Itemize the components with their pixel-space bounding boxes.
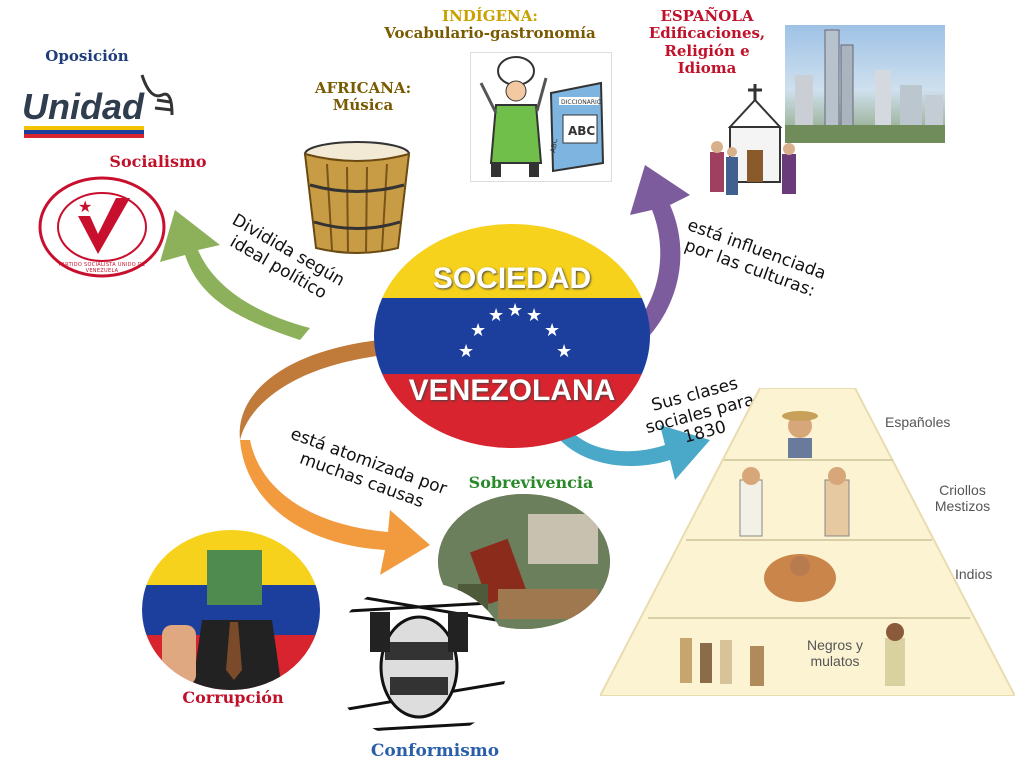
arrow-causes-brown bbox=[239, 340, 385, 440]
indigena-label: INDÍGENA: Vocabulario-gastronomía bbox=[360, 7, 620, 43]
conformismo-label: Conformismo bbox=[370, 741, 500, 761]
pyramid-level-2: Criollos Mestizos bbox=[934, 482, 991, 515]
dictionary-top-text: DICCIONARIO bbox=[561, 99, 602, 106]
africana-desc: Música bbox=[332, 96, 394, 115]
conformismo-image bbox=[330, 582, 508, 740]
center-flag: ★ ★ ★ ★ ★ ★ ★ SOCIEDAD VENEZOLANA bbox=[372, 222, 652, 450]
dictionary-front-text: ABC bbox=[568, 124, 595, 138]
center-title-line1: SOCIEDAD bbox=[432, 262, 592, 295]
svg-text:★: ★ bbox=[526, 305, 542, 326]
dictionary-side-text: ABC bbox=[549, 138, 559, 154]
svg-text:★: ★ bbox=[488, 305, 504, 326]
pyramid-level-4: Negros y mulatos bbox=[806, 637, 864, 670]
oposicion-label: Oposición bbox=[45, 47, 129, 65]
dictionary-icon: DICCIONARIO ABC ABC bbox=[549, 81, 605, 173]
arrow-cultures bbox=[630, 165, 690, 335]
espanola-desc: Edificaciones, Religión e Idioma bbox=[648, 24, 766, 77]
svg-text:★: ★ bbox=[507, 300, 523, 321]
corrupcion-image bbox=[142, 530, 320, 690]
africana-label: AFRICANA: Música bbox=[298, 79, 428, 115]
sobrevivencia-label: Sobrevivencia bbox=[468, 473, 594, 492]
socialismo-label: Socialismo bbox=[109, 152, 207, 171]
unidad-logo: Unidad bbox=[22, 60, 182, 140]
espanola-title: ESPAÑOLA bbox=[660, 7, 754, 25]
arrow-political bbox=[160, 210, 310, 340]
svg-text:★: ★ bbox=[78, 197, 92, 216]
africana-title: AFRICANA: bbox=[314, 79, 412, 97]
svg-text:★: ★ bbox=[470, 320, 486, 341]
city-skyline-image bbox=[785, 25, 945, 143]
center-title-line2: VENEZOLANA bbox=[408, 374, 616, 407]
psuv-logo: ★ PARTIDO SOCIALISTA UNIDO DE VENEZUELA bbox=[38, 176, 166, 278]
arrow-causes bbox=[240, 440, 430, 575]
pyramid-level-1: Españoles bbox=[885, 414, 951, 430]
corrupcion-label: Corrupción bbox=[182, 688, 284, 707]
indigena-title: INDÍGENA: bbox=[442, 7, 538, 25]
indigena-desc: Vocabulario-gastronomía bbox=[384, 24, 596, 43]
church-image bbox=[700, 82, 810, 202]
svg-text:★: ★ bbox=[544, 320, 560, 341]
pyramid-shape bbox=[598, 387, 1017, 697]
venezuela-flag-oval: ★ ★ ★ ★ ★ ★ ★ bbox=[374, 224, 650, 448]
unidad-logo-text: Unidad bbox=[22, 86, 144, 127]
flag-stars: ★ ★ ★ ★ ★ ★ ★ bbox=[458, 300, 572, 362]
espanola-label: ESPAÑOLA Edificaciones, Religión e Idiom… bbox=[636, 7, 778, 77]
pyramid-level-3: Indios bbox=[955, 566, 993, 582]
svg-text:★: ★ bbox=[556, 341, 572, 362]
drum-image bbox=[302, 140, 412, 258]
svg-text:★: ★ bbox=[458, 341, 474, 362]
arrow-classes bbox=[560, 425, 710, 480]
social-classes-pyramid: Españoles Criollos Mestizos Indios Negro… bbox=[598, 387, 1017, 697]
cook-dictionary-image: DICCIONARIO ABC ABC bbox=[470, 52, 612, 182]
psuv-ring-text: PARTIDO SOCIALISTA UNIDO DE VENEZUELA bbox=[58, 262, 146, 274]
